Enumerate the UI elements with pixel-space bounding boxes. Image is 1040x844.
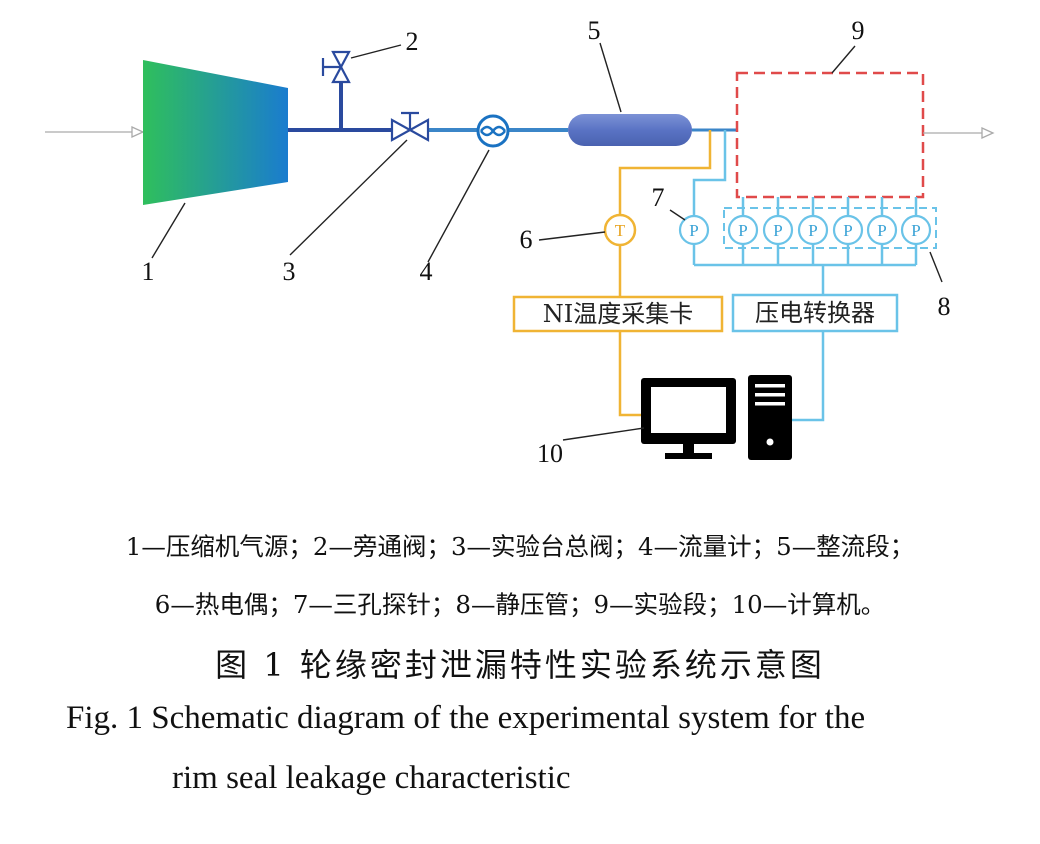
thermocouple-wiring: [618, 130, 712, 417]
ni-card-label: NI温度采集卡: [543, 300, 693, 328]
pressure-probe-icon: P: [762, 214, 794, 246]
pressure-probe-icon: P: [797, 214, 829, 246]
pressure-probe-icon: P: [900, 214, 932, 246]
label-4: 4: [420, 257, 433, 286]
thermocouple-icon: T: [603, 213, 637, 247]
label-8: 8: [938, 292, 951, 321]
svg-text:P: P: [808, 221, 817, 240]
svg-text:P: P: [911, 221, 920, 240]
ni-card-box: NI温度采集卡: [512, 295, 724, 333]
pressure-probe-icon: P: [727, 214, 759, 246]
label-3: 3: [283, 257, 296, 286]
label-10: 10: [537, 439, 563, 468]
svg-text:P: P: [773, 221, 782, 240]
main-pipe: [288, 82, 737, 132]
static-pressure-group: [723, 207, 937, 249]
pressure-wiring: [692, 130, 918, 422]
svg-text:P: P: [689, 221, 698, 240]
legend-line-1: 1—压缩机气源；2—旁通阀；3—实验台总阀；4—流量计；5—整流段；: [125, 532, 915, 561]
pressure-probe-icon: P: [866, 214, 898, 246]
figure-title-en-line-2: rim seal leakage characteristic: [172, 760, 571, 796]
label-7: 7: [652, 183, 665, 212]
svg-text:P: P: [738, 221, 747, 240]
rectifier-section: [568, 114, 692, 146]
figure-title-en-line-1: Fig. 1 Schematic diagram of the experime…: [66, 700, 866, 736]
three-hole-probe-icon: P: [678, 214, 710, 246]
flow-meter-icon: [476, 114, 510, 148]
transducer-box: 压电转换器: [731, 293, 899, 333]
svg-text:P: P: [843, 221, 852, 240]
system-schematic: T P P P P P P P NI温度采集卡 压电转换器: [45, 16, 995, 468]
pressure-probe-icon: P: [832, 214, 864, 246]
bypass-valve-icon: [321, 50, 351, 84]
transducer-label: 压电转换器: [755, 299, 875, 327]
test-section: [735, 71, 925, 199]
label-1: 1: [142, 257, 155, 286]
figure-title-cn: 图 1 轮缘密封泄漏特性实验系统示意图: [215, 646, 825, 684]
label-9: 9: [852, 16, 865, 45]
svg-text:T: T: [615, 221, 626, 240]
svg-text:P: P: [877, 221, 886, 240]
outlet-arrow: [923, 126, 995, 140]
compressor: [143, 60, 288, 205]
main-valve-icon: [390, 111, 430, 142]
legend-line-2: 6—热电偶；7—三孔探针；8—静压管；9—实验段；10—计算机。: [154, 590, 886, 619]
leader-lines: [151, 42, 943, 441]
label-2: 2: [406, 27, 419, 56]
inlet-arrow: [45, 125, 145, 139]
desktop-computer-icon: [641, 375, 792, 460]
label-5: 5: [588, 16, 601, 45]
label-6: 6: [520, 225, 533, 254]
